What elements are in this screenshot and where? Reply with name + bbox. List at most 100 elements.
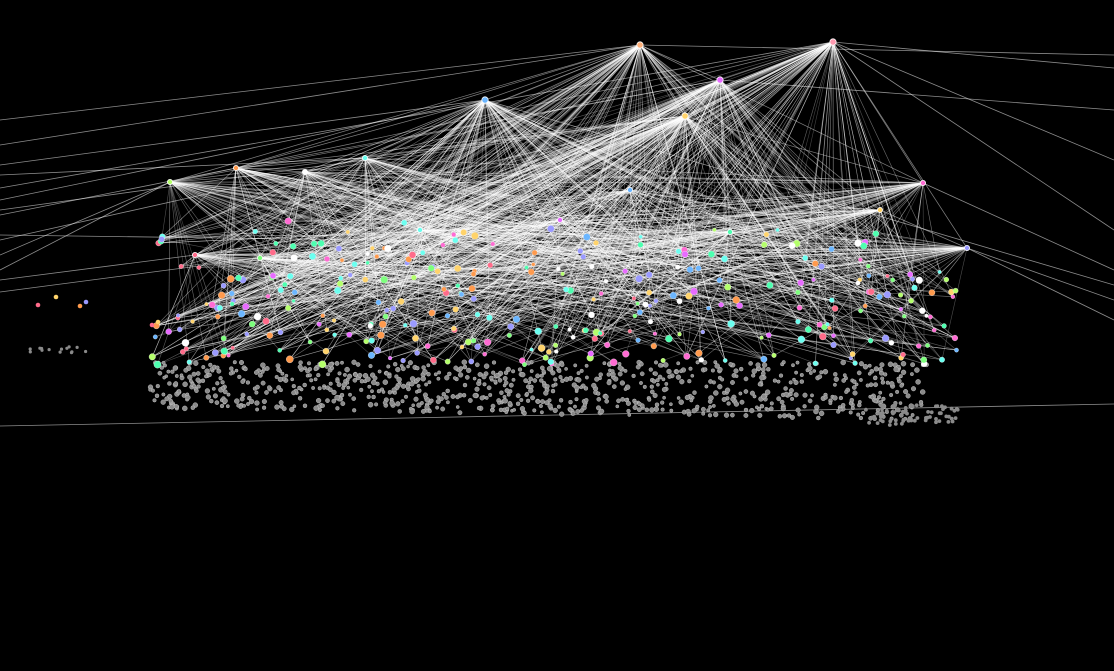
graph-edge	[708, 41, 834, 309]
inactive-node	[769, 406, 774, 412]
graph-edge	[304, 171, 372, 341]
graph-node	[650, 342, 657, 350]
inactive-node	[810, 393, 814, 398]
graph-edge	[280, 41, 834, 333]
inactive-node	[857, 400, 862, 404]
graph-edge	[879, 209, 912, 301]
graph-edge	[206, 219, 561, 305]
graph-node	[490, 241, 496, 247]
graph-node	[284, 217, 292, 225]
graph-edge	[419, 229, 474, 299]
inactive-node	[840, 359, 846, 366]
inactive-node	[610, 369, 615, 374]
graph-node	[685, 292, 693, 300]
graph-edge	[314, 115, 686, 245]
inactive-node	[172, 365, 178, 371]
inactive-node	[302, 382, 307, 388]
graph-edge	[230, 167, 237, 279]
graph-edge	[559, 219, 955, 339]
graph-edge	[416, 99, 486, 353]
inactive-node	[335, 406, 340, 411]
inactive-node	[152, 398, 157, 403]
inactive-node	[328, 387, 333, 393]
inactive-node	[841, 378, 847, 383]
hub-node	[829, 38, 837, 46]
graph-node	[587, 350, 594, 357]
graph-edge	[314, 115, 686, 245]
graph-edge	[181, 171, 306, 267]
inactive-node	[650, 389, 655, 395]
inactive-node	[505, 366, 511, 373]
graph-node	[553, 323, 559, 330]
inactive-node	[393, 390, 397, 395]
inactive-node	[547, 403, 553, 409]
graph-edge	[169, 181, 968, 249]
inactive-node	[653, 371, 658, 377]
inactive-node	[596, 405, 602, 411]
graph-edge	[419, 229, 474, 299]
graph-node	[468, 285, 476, 293]
graph-node	[178, 263, 184, 269]
inactive-node	[511, 377, 516, 382]
graph-edge	[629, 189, 641, 313]
graph-edge	[594, 115, 686, 339]
inactive-node	[416, 377, 421, 382]
graph-node	[452, 237, 459, 244]
inactive-node	[757, 382, 763, 387]
inactive-node	[528, 376, 534, 382]
graph-edge	[719, 79, 816, 264]
graph-node	[444, 313, 451, 319]
inactive-node	[400, 383, 406, 389]
graph-edge	[158, 171, 306, 244]
graph-node	[468, 358, 475, 365]
inactive-node	[623, 368, 628, 373]
graph-edge	[719, 79, 799, 293]
graph-edge	[419, 229, 858, 284]
graph-edge	[192, 229, 421, 322]
inactive-node	[914, 403, 919, 408]
graph-edge	[156, 171, 306, 326]
inactive-node	[404, 394, 409, 399]
inactive-node	[185, 394, 191, 401]
inactive-node	[520, 372, 526, 378]
graph-node	[830, 341, 837, 349]
inactive-node	[649, 384, 654, 389]
graph-edge	[639, 44, 824, 337]
inactive-node	[209, 367, 214, 371]
inactive-node	[910, 413, 915, 417]
inactive-node	[940, 404, 944, 409]
graph-node	[365, 251, 370, 257]
graph-edge	[194, 254, 327, 352]
graph-node	[765, 332, 772, 338]
graph-edge	[304, 171, 517, 320]
inactive-node	[458, 366, 464, 371]
inactive-node	[447, 371, 452, 377]
inactive-node	[490, 407, 495, 413]
graph-node	[454, 264, 462, 273]
inactive-node	[277, 376, 284, 383]
graph-edge	[677, 41, 834, 268]
inactive-node	[196, 384, 201, 389]
graph-node	[642, 301, 649, 308]
graph-node	[537, 344, 546, 352]
graph-edge	[729, 182, 924, 233]
graph-edge	[194, 254, 416, 339]
inactive-node	[759, 375, 765, 381]
inactive-node	[558, 398, 564, 403]
graph-edge	[169, 181, 924, 184]
inactive-node	[676, 361, 681, 366]
graph-edge	[235, 115, 686, 169]
graph-edge	[526, 231, 731, 268]
inactive-node	[275, 363, 281, 369]
graph-edge	[719, 79, 881, 211]
inactive-node	[867, 363, 872, 368]
graph-node	[911, 284, 918, 291]
inactive-node	[724, 387, 731, 393]
graph-edge	[364, 157, 928, 346]
inactive-node	[633, 401, 638, 406]
inactive-node	[422, 369, 428, 375]
graph-node	[176, 326, 183, 333]
inactive-node	[838, 395, 843, 401]
